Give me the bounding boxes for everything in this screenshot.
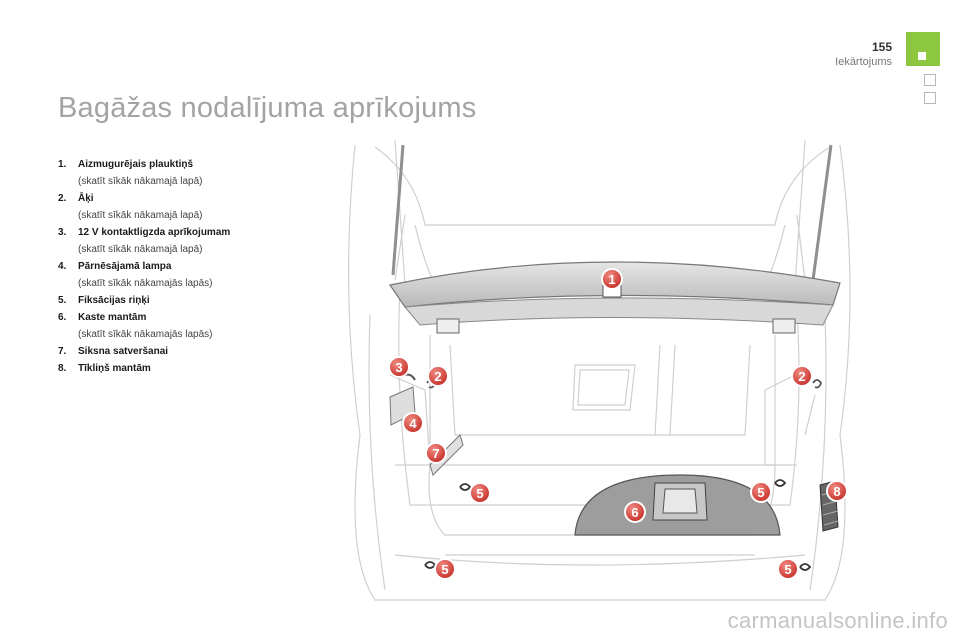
callout-5-sill-left: 5 [434,558,456,580]
callout-number: 5 [441,562,448,577]
shelf-clip-left [436,318,460,334]
item-number: 3. [58,227,67,238]
item-label: Āķi [78,193,94,204]
list-item: 7. Siksna satveršanai [58,343,328,360]
item-note: (skatīt sīkāk nākamajā lapā) [78,210,203,221]
list-item: 2. Āķi (skatīt sīkāk nākamajā lapā) [58,190,328,224]
item-label: Kaste mantām [78,312,147,323]
watermark: carmanualsonline.info [727,608,948,633]
list-item: 3. 12 V kontaktligzda aprīkojumam (skatīt … [58,224,328,258]
callout-1: 1 [601,268,623,290]
callout-5-floor-left: 5 [469,482,491,504]
callout-2-right: 2 [791,365,813,387]
item-label: Siksna satveršanai [78,346,169,357]
hook-right [812,379,822,389]
callout-number: 1 [608,272,615,287]
callout-6: 6 [624,501,646,523]
callout-7: 7 [425,442,447,464]
list-item: 1. Aizmugurējais plauktiņš (skatīt sīkāk n… [58,156,328,190]
callout-number: 5 [757,485,764,500]
chapter-square-3[interactable] [924,92,936,104]
callout-5-sill-right: 5 [777,558,799,580]
callout-number: 2 [798,369,805,384]
page-title: Bagāžas nodalījuma aprīkojums [58,92,477,124]
list-item: 6. Kaste mantām (skatīt sīkāk nākamajās la… [58,309,328,343]
chapter-square-2[interactable] [924,74,936,86]
item-number: 5. [58,295,67,306]
item-label: 12 V kontaktligzda aprīkojumam [78,227,231,238]
page-number: 155 [871,40,892,54]
callout-number: 5 [476,486,483,501]
callout-number: 7 [432,446,439,461]
list-item: 4. Pārnēsājamā lampa (skatīt sīkāk nākamaj… [58,258,328,292]
callout-number: 6 [631,505,638,520]
callout-number: 5 [784,562,791,577]
item-label: Tīkliņš mantām [78,363,151,374]
callout-number: 4 [409,416,417,431]
section-name: Iekārtojums [835,56,892,68]
item-note: (skatīt sīkāk nākamajā lapā) [78,244,203,255]
item-note: (skatīt sīkāk nākamajās lapās) [78,329,213,340]
callout-number: 2 [434,369,441,384]
equipment-list: 1. Aizmugurējais plauktiņš (skatīt sīkāk n… [58,156,328,377]
item-label: Pārnēsājamā lampa [78,261,172,272]
item-number: 8. [58,363,67,374]
list-item: 5. Fiksācijas riņķi [58,292,328,309]
callout-3: 3 [388,356,410,378]
list-item: 8. Tīkliņš mantām [58,360,328,377]
chapter-tab[interactable] [906,32,940,66]
callout-5-floor-right: 5 [750,481,772,503]
callout-number: 8 [833,484,840,499]
tailgate-struts [391,144,833,281]
item-number: 6. [58,312,67,323]
item-note: (skatīt sīkāk nākamajā lapā) [78,176,203,187]
item-label: Fiksācijas riņķi [78,295,150,306]
callout-number: 3 [395,360,402,375]
callout-8: 8 [826,480,848,502]
callout-4: 4 [402,412,424,434]
item-number: 2. [58,193,67,204]
shelf-clip-right [772,318,796,334]
item-number: 7. [58,346,67,357]
chapter-tab-marker [918,52,926,60]
item-label: Aizmugurējais plauktiņš [78,159,194,170]
item-number: 1. [58,159,67,170]
callout-2-left: 2 [427,365,449,387]
item-number: 4. [58,261,67,272]
item-note: (skatīt sīkāk nākamajās lapās) [78,278,213,289]
boot-diagram: 1 2 2 3 4 7 5 5 5 5 6 8 [347,139,851,601]
